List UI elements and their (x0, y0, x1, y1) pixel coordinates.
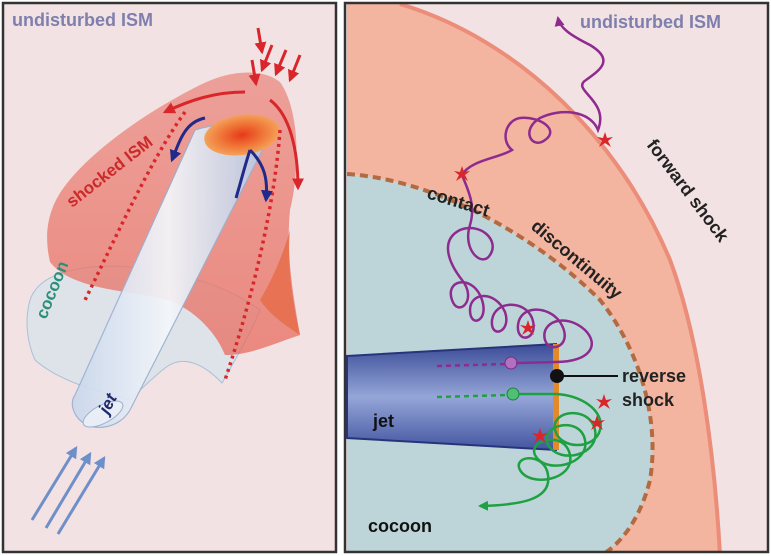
shell-flow-arrow-right (269, 98, 304, 191)
incoming-ism-arrow (259, 44, 274, 73)
scatter-star-marker (520, 320, 536, 335)
green-particle-path (478, 392, 602, 511)
backflow-arrow-right (248, 148, 273, 203)
right-panel-frame (343, 1, 770, 554)
scatter-star-marker (589, 415, 605, 430)
right-title: undisturbed ISM (580, 12, 721, 32)
scatter-star-marker (597, 132, 613, 147)
forward-shock-line (399, 4, 722, 552)
shell-flow-arrow-left (162, 90, 246, 114)
purple-particle-path (446, 16, 605, 365)
jet-inflow-arrow (56, 455, 106, 535)
scatter-star-marker (596, 394, 612, 409)
contact-discontinuity-line (347, 172, 655, 552)
scatter-star-marker (532, 428, 548, 443)
reverse-label: reverse (622, 366, 686, 386)
backflow-arrow-left (169, 116, 206, 163)
jet-tube-bottom-end (82, 400, 124, 428)
backflow-stub (234, 149, 252, 199)
green-particle (506, 387, 520, 401)
contact-dotted-right (223, 129, 282, 381)
jet-head-hotspot (204, 114, 280, 156)
contact-dotted-left (83, 110, 187, 301)
shell-inner-fold (260, 230, 300, 335)
cocoon-label-right: cocoon (368, 516, 432, 536)
jet-inflow-arrow (44, 451, 92, 529)
purple-particle-track-in (436, 362, 507, 368)
shock-label: shock (622, 390, 675, 410)
reverse-shock-line (553, 344, 559, 450)
purple-particle (504, 356, 518, 370)
green-particle-track-in (436, 393, 509, 399)
scatter-markers (454, 132, 613, 443)
reverse-shock-marker (550, 369, 564, 383)
jet-inflow-arrow (30, 445, 78, 521)
left-title: undisturbed ISM (12, 10, 153, 30)
incoming-ism-arrow (274, 49, 288, 77)
jet-body-right (346, 342, 557, 452)
left-panel: undisturbed ISM shocked ISM cocoon jet (1, 1, 338, 554)
scatter-star-marker (454, 166, 470, 181)
jet-label-right: jet (372, 411, 394, 431)
right-panel: undisturbed ISM forward shock contact di… (343, 1, 770, 554)
incoming-ism-arrow (254, 27, 267, 55)
incoming-ism-arrow (287, 54, 302, 83)
incoming-ism-arrow (248, 59, 261, 87)
